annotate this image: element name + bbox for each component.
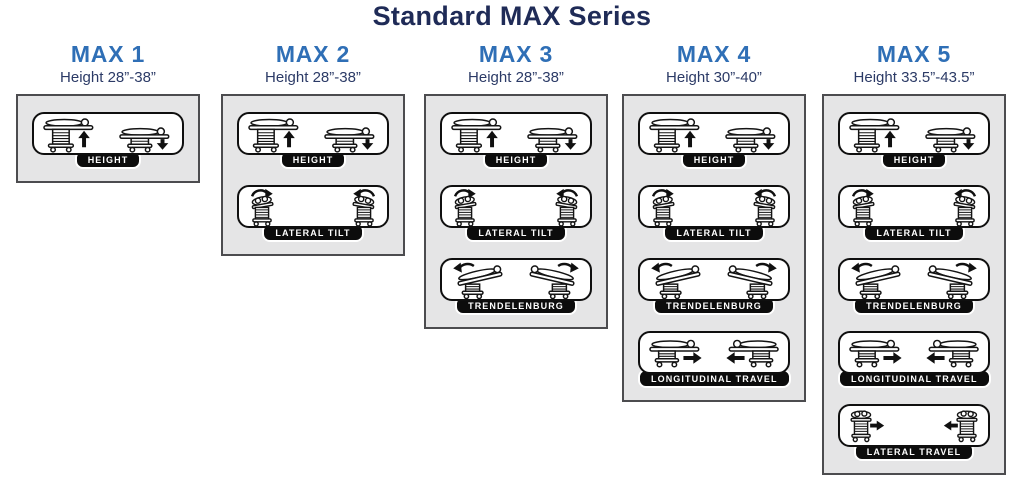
feature-pictograms	[838, 185, 990, 228]
model-name: MAX 3	[478, 41, 554, 67]
reverse-trendelenburg-icon	[923, 261, 981, 299]
height-range: Height 28”-38”	[468, 69, 564, 86]
reverse-trendelenburg-icon	[723, 261, 781, 299]
feature-cell-height: HEIGHT	[638, 112, 790, 169]
lateral-tilt-left-icon	[949, 188, 981, 226]
lateral-travel-right-icon	[847, 407, 885, 445]
longitudinal-travel-right-icon	[847, 334, 905, 372]
lateral-tilt-right-icon	[449, 188, 481, 226]
lateral-tilt-left-icon	[749, 188, 781, 226]
feature-cell-height: HEIGHT	[32, 112, 184, 169]
column-max-5: MAX 5 Height 33.5”-43.5” HEIGHT LATERAL …	[822, 42, 1006, 475]
feature-pictograms	[440, 185, 592, 228]
model-name: MAX 5	[876, 41, 952, 67]
feature-panel: HEIGHT LATERAL TILT	[221, 94, 405, 256]
table-raise-icon	[449, 115, 507, 153]
model-name: MAX 4	[676, 41, 752, 67]
feature-pictograms	[838, 258, 990, 301]
feature-cell-trendelenburg: TRENDELENBURG	[440, 258, 592, 315]
feature-pictograms	[838, 404, 990, 447]
table-lower-icon	[723, 115, 781, 153]
height-range: Height 28”-38”	[265, 69, 361, 86]
feature-cell-longitudinal-travel: LONGITUDINAL TRAVEL	[838, 331, 991, 388]
lateral-tilt-left-icon	[348, 188, 380, 226]
column-max-4: MAX 4 Height 30”-40” HEIGHT LATERAL TILT	[622, 42, 806, 402]
feature-pictograms	[638, 185, 790, 228]
feature-cell-trendelenburg: TRENDELENBURG	[838, 258, 990, 315]
lateral-tilt-right-icon	[246, 188, 278, 226]
feature-pictograms	[638, 331, 790, 374]
lateral-tilt-left-icon	[551, 188, 583, 226]
table-lower-icon	[322, 115, 380, 153]
model-name: MAX 1	[70, 41, 146, 67]
column-max-3: MAX 3 Height 28”-38” HEIGHT LATERAL TILT	[424, 42, 608, 329]
feature-pictograms	[440, 112, 592, 155]
longitudinal-travel-right-icon	[647, 334, 705, 372]
height-range: Height 28”-38”	[60, 69, 156, 86]
table-raise-icon	[847, 115, 905, 153]
lateral-travel-left-icon	[943, 407, 981, 445]
feature-cell-longitudinal-travel: LONGITUDINAL TRAVEL	[638, 331, 791, 388]
lateral-tilt-right-icon	[847, 188, 879, 226]
reverse-trendelenburg-icon	[525, 261, 583, 299]
feature-pictograms	[838, 112, 990, 155]
feature-panel: HEIGHT LATERAL TILT TRENDELENBURG	[622, 94, 806, 402]
feature-pictograms	[237, 185, 389, 228]
feature-pictograms	[638, 112, 790, 155]
table-lower-icon	[117, 115, 175, 153]
table-raise-icon	[41, 115, 99, 153]
longitudinal-travel-left-icon	[923, 334, 981, 372]
feature-pictograms	[440, 258, 592, 301]
page-title: Standard MAX Series	[372, 1, 652, 31]
lateral-tilt-right-icon	[647, 188, 679, 226]
feature-cell-height: HEIGHT	[237, 112, 389, 169]
table-raise-icon	[647, 115, 705, 153]
feature-cell-height: HEIGHT	[838, 112, 990, 169]
feature-cell-lateral-travel: LATERAL TRAVEL	[838, 404, 990, 461]
trendelenburg-icon	[847, 261, 905, 299]
feature-cell-trendelenburg: TRENDELENBURG	[638, 258, 790, 315]
feature-cell-height: HEIGHT	[440, 112, 592, 169]
column-max-2: MAX 2 Height 28”-38” HEIGHT LATERAL TILT	[221, 42, 405, 256]
feature-cell-lateral-tilt: LATERAL TILT	[440, 185, 592, 242]
table-lower-icon	[923, 115, 981, 153]
feature-panel: HEIGHT LATERAL TILT TRENDELENBURG	[822, 94, 1006, 475]
feature-cell-lateral-tilt: LATERAL TILT	[638, 185, 790, 242]
feature-pictograms	[838, 331, 990, 374]
feature-pictograms	[237, 112, 389, 155]
longitudinal-travel-left-icon	[723, 334, 781, 372]
feature-panel: HEIGHT	[16, 94, 200, 183]
height-range: Height 33.5”-43.5”	[853, 69, 975, 86]
feature-cell-lateral-tilt: LATERAL TILT	[237, 185, 389, 242]
table-raise-icon	[246, 115, 304, 153]
table-lower-icon	[525, 115, 583, 153]
feature-pictograms	[638, 258, 790, 301]
feature-pictograms	[32, 112, 184, 155]
feature-cell-lateral-tilt: LATERAL TILT	[838, 185, 990, 242]
column-max-1: MAX 1 Height 28”-38” HEIGHT	[16, 42, 200, 183]
model-name: MAX 2	[275, 41, 351, 67]
trendelenburg-icon	[449, 261, 507, 299]
height-range: Height 30”-40”	[666, 69, 762, 86]
trendelenburg-icon	[647, 261, 705, 299]
feature-panel: HEIGHT LATERAL TILT TRENDELENBURG	[424, 94, 608, 329]
